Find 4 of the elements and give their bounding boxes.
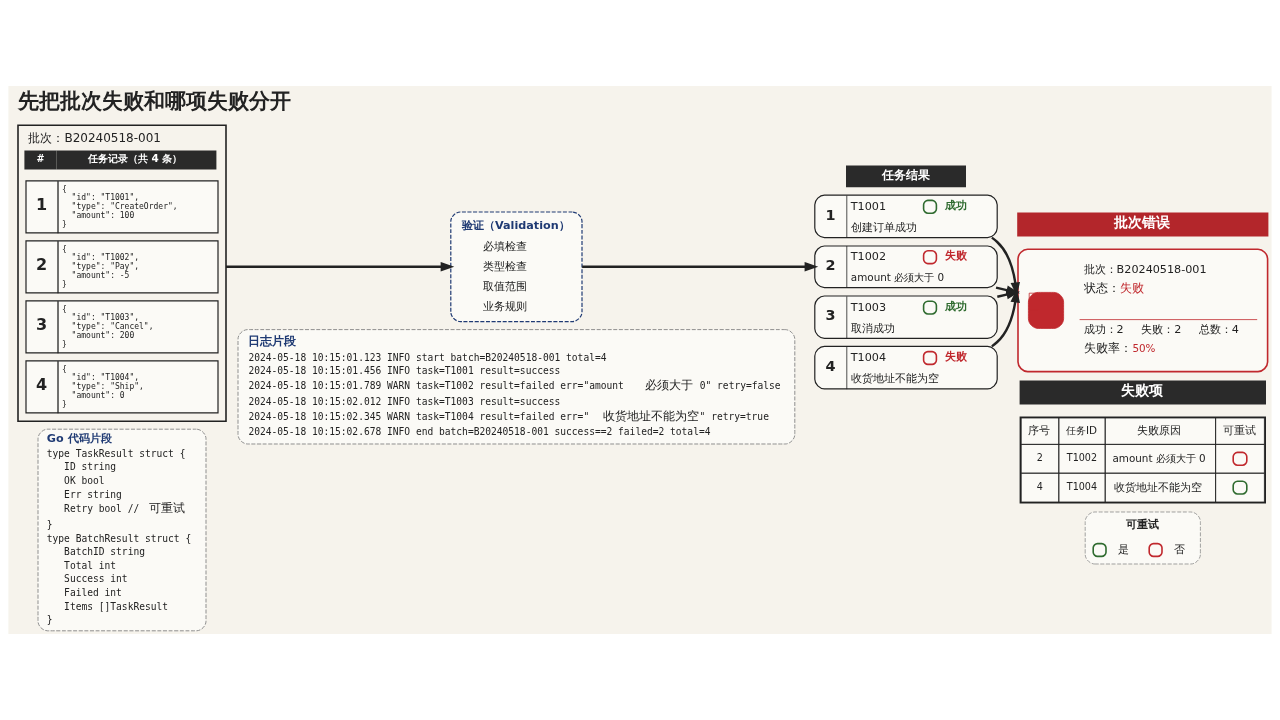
legend-label: 否	[1174, 542, 1185, 556]
legend-label: 是	[1118, 542, 1129, 556]
diagram-title: 先把批次失败和哪项失败分开	[18, 89, 291, 114]
label: 可重试	[1125, 517, 1159, 531]
